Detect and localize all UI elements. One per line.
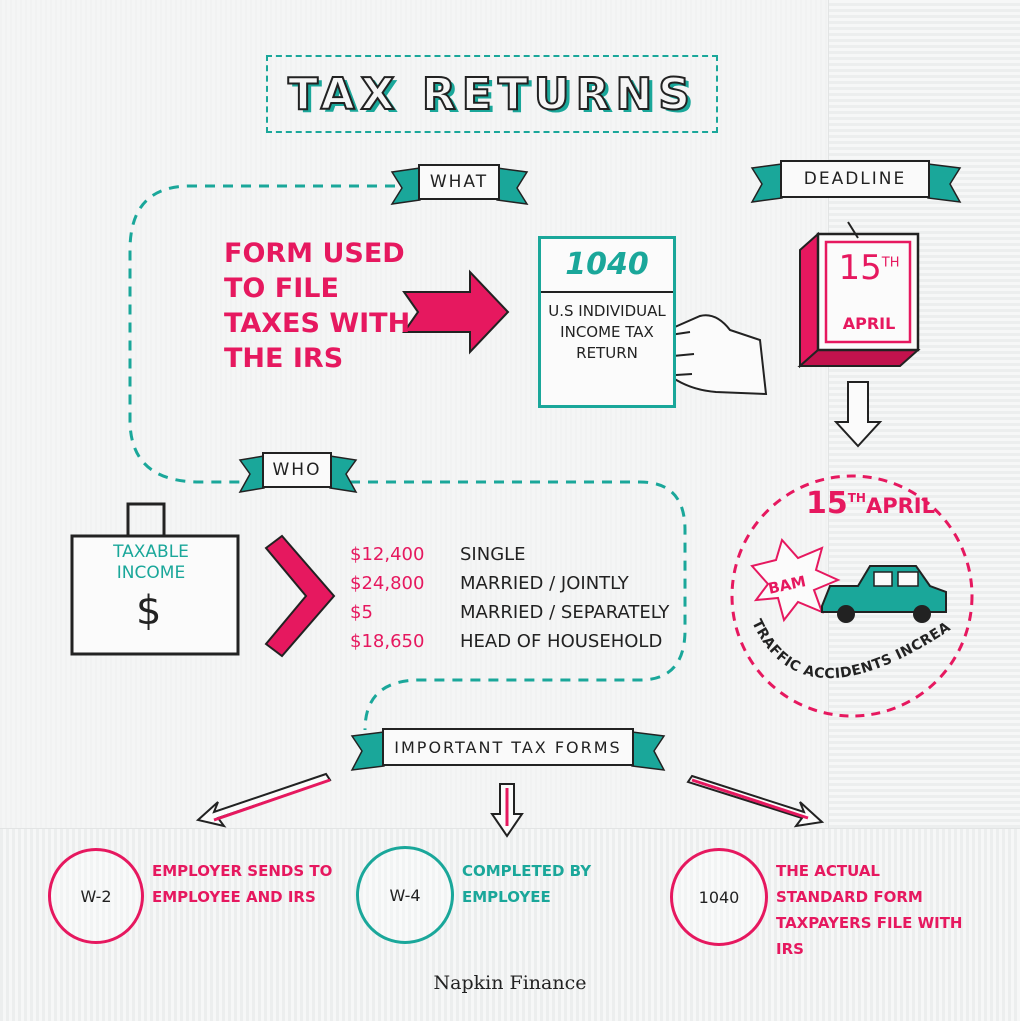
- title-box: TAX RETURNS: [266, 55, 718, 133]
- calendar-day: 15TH: [838, 248, 900, 288]
- threshold-amount: $18,650: [350, 631, 425, 652]
- what-ribbon-left: [390, 167, 421, 205]
- what-description: FORM USED TO FILE TAXES WITH THE IRS: [224, 238, 411, 374]
- accident-circle: [730, 474, 974, 718]
- income-threshold-list: $12,400 SINGLE $24,800 MARRIED / JOINTLY…: [350, 540, 669, 656]
- forms-label: IMPORTANT TAX FORMS: [394, 737, 622, 757]
- deadline-ribbon-left: [750, 163, 783, 203]
- who-chevron: [264, 534, 336, 658]
- deadline-down-arrow: [833, 381, 883, 448]
- form-w4-circle: W-4: [356, 846, 454, 944]
- filing-status: SINGLE: [460, 544, 526, 565]
- form-1040-description: THE ACTUAL STANDARD FORM TAXPAYERS FILE …: [776, 862, 963, 958]
- calendar-month: APRIL: [842, 314, 896, 333]
- who-label: WHO: [272, 460, 322, 480]
- who-ribbon-left: [238, 455, 265, 493]
- form-w2-name: W-2: [80, 886, 112, 906]
- form-w2-description: EMPLOYER SENDS TO EMPLOYEE AND IRS: [152, 862, 333, 906]
- threshold-row: $5 MARRIED / SEPARATELY: [350, 598, 669, 627]
- page-title: TAX RETURNS: [287, 68, 696, 121]
- form-w4-name: W-4: [389, 885, 421, 905]
- threshold-amount: $24,800: [350, 573, 425, 594]
- filing-status: MARRIED / SEPARATELY: [460, 602, 670, 623]
- deadline-label: DEADLINE: [803, 169, 907, 189]
- form-w4-description: COMPLETED BY EMPLOYEE: [462, 862, 592, 906]
- threshold-row: $18,650 HEAD OF HOUSEHOLD: [350, 627, 669, 656]
- form-1040-name: 1040: [698, 887, 740, 907]
- form-title: U.S INDIVIDUAL INCOME TAX RETURN: [548, 302, 666, 362]
- threshold-amount: $5: [350, 602, 373, 623]
- filing-status: MARRIED / JOINTLY: [460, 573, 629, 594]
- calendar-face: [816, 232, 920, 352]
- deadline-ribbon: DEADLINE: [780, 160, 930, 198]
- circle-month: APRIL: [865, 494, 935, 518]
- form-1040-circle: 1040: [670, 848, 768, 946]
- forms-ribbon: IMPORTANT TAX FORMS: [382, 728, 634, 766]
- threshold-row: $12,400 SINGLE: [350, 540, 669, 569]
- what-arrow: [402, 269, 510, 355]
- forms-ribbon-left: [350, 731, 385, 771]
- dollar-sign: $: [136, 588, 162, 634]
- brand-footer: Napkin Finance: [433, 972, 587, 994]
- calendar-day-suffix: TH: [881, 255, 900, 271]
- form-w2-circle: W-2: [48, 848, 144, 944]
- threshold-row: $24,800 MARRIED / JOINTLY: [350, 569, 669, 598]
- bam-burst: [750, 537, 841, 623]
- form-number: 1040: [541, 239, 673, 293]
- briefcase-body: [70, 534, 240, 656]
- circle-date-suffix: TH: [847, 491, 866, 505]
- threshold-amount: $12,400: [350, 544, 425, 565]
- who-ribbon: WHO: [262, 452, 332, 488]
- circle-date: 15THAPRIL: [806, 486, 935, 521]
- what-ribbon: WHAT: [418, 164, 500, 200]
- filing-status: HEAD OF HOUSEHOLD: [460, 631, 663, 652]
- taxable-income-label: TAXABLE INCOME: [113, 542, 189, 583]
- what-label: WHAT: [429, 172, 489, 192]
- form-1040-card: 1040 U.S INDIVIDUAL INCOME TAX RETURN: [538, 236, 676, 408]
